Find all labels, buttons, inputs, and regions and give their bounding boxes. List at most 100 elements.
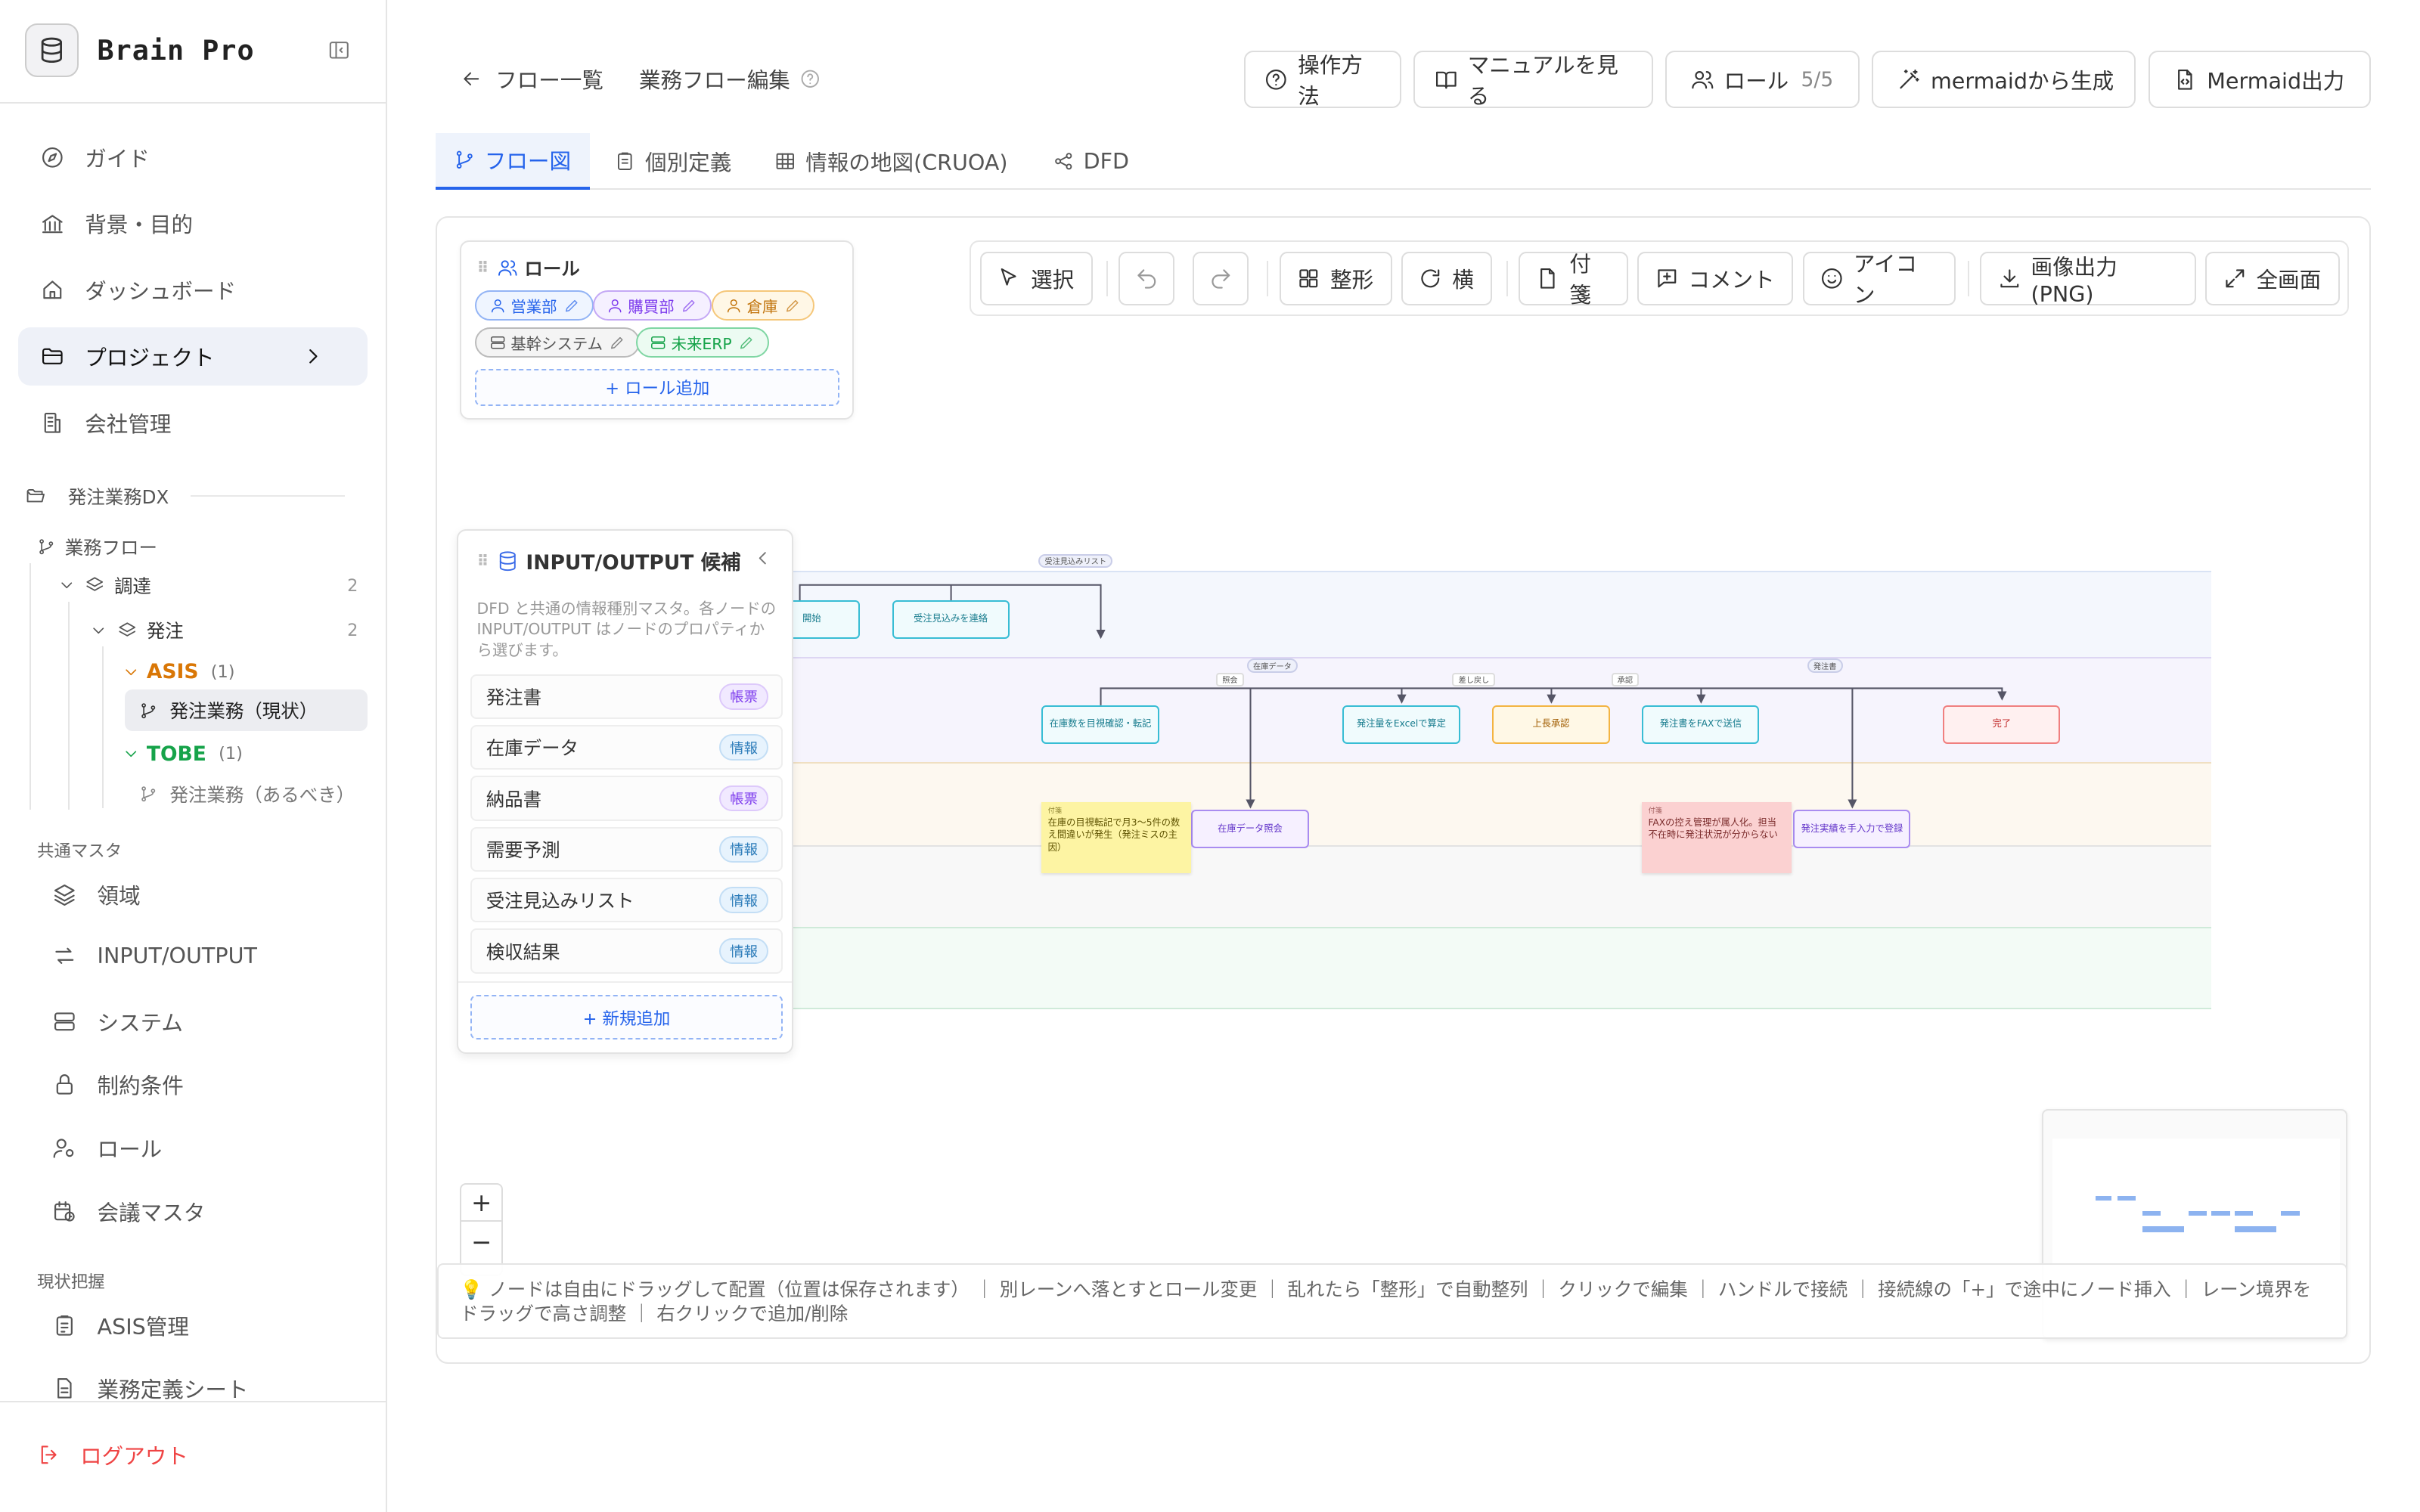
io-item[interactable]: 需要予測 情報 bbox=[470, 826, 783, 872]
flow-canvas[interactable]: 受注見込みリスト 照会 在庫データ 差し戻し 承認 発注書 開始 受注見込みを連… bbox=[435, 215, 2371, 1365]
node-notify[interactable]: 受注見込みを連絡 bbox=[892, 600, 1010, 639]
edge-label-approve[interactable]: 承認 bbox=[1611, 672, 1640, 687]
logout-button[interactable]: ログアウト bbox=[37, 1439, 188, 1470]
branch-icon bbox=[139, 785, 157, 803]
tab-definition[interactable]: 個別定義 bbox=[596, 133, 750, 191]
master-meeting[interactable]: 会議マスタ bbox=[49, 1196, 205, 1227]
sticky-note[interactable]: 付箋 FAXの控え管理が属人化。担当不在時に発注状況が分からない bbox=[1642, 802, 1792, 874]
node-calc-excel[interactable]: 発注量をExcelで算定 bbox=[1342, 705, 1460, 744]
icon-button[interactable]: アイコン bbox=[1802, 251, 1956, 308]
nav-project[interactable]: プロジェクト bbox=[18, 327, 368, 386]
manual-button[interactable]: マニュアルを見る bbox=[1413, 51, 1653, 109]
tree-item-tobe-flow[interactable]: 発注業務（あるべき） bbox=[139, 781, 355, 807]
drag-handle-icon[interactable]: ⠿ bbox=[476, 551, 489, 570]
sticky-text: FAXの控え管理が属人化。担当不在時に発注状況が分からない bbox=[1648, 816, 1778, 841]
brand[interactable]: Brain Pro bbox=[24, 23, 255, 78]
minimap-node bbox=[2234, 1210, 2254, 1216]
node-check-stock[interactable]: 在庫数を目視確認・転記 bbox=[1041, 705, 1159, 744]
zoom-in-button[interactable]: + bbox=[461, 1185, 502, 1222]
role-chip-purchasing[interactable]: 購買部 bbox=[592, 290, 712, 321]
edge-label-list[interactable]: 受注見込みリスト bbox=[1038, 553, 1113, 568]
comment-button[interactable]: コメント bbox=[1637, 251, 1794, 305]
tree-item-asis-flow[interactable]: 発注業務（現状） bbox=[125, 689, 368, 732]
select-tool-button[interactable]: 選択 bbox=[979, 251, 1093, 305]
tree-group-procurement[interactable]: 調達 2 bbox=[57, 572, 358, 599]
mermaid-generate-button[interactable]: mermaidから生成 bbox=[1872, 51, 2136, 108]
tab-flow[interactable]: フロー図 bbox=[435, 132, 590, 190]
master-constraint[interactable]: 制約条件 bbox=[49, 1069, 184, 1100]
horizontal-layout-button[interactable]: 横 bbox=[1401, 251, 1493, 305]
chevron-left-icon[interactable] bbox=[752, 547, 774, 569]
add-io-button[interactable]: + 新規追加 bbox=[470, 995, 783, 1040]
tree-label: 発注業務（現状） bbox=[169, 700, 318, 723]
project-header[interactable]: 発注業務DX bbox=[25, 483, 345, 510]
help-circle-icon[interactable] bbox=[799, 68, 821, 90]
node-fax[interactable]: 発注書をFAXで送信 bbox=[1642, 705, 1760, 744]
bank-icon bbox=[37, 212, 68, 237]
io-item[interactable]: 在庫データ 情報 bbox=[470, 725, 783, 770]
lane-future-erp[interactable] bbox=[745, 927, 2212, 1009]
io-item[interactable]: 検収結果 情報 bbox=[470, 928, 783, 974]
mermaid-export-button[interactable]: Mermaid出力 bbox=[2148, 51, 2371, 108]
node-manual-entry[interactable]: 発注実績を手入力で登録 bbox=[1793, 810, 1911, 849]
edge-label-order-form[interactable]: 発注書 bbox=[1807, 658, 1843, 673]
export-png-button[interactable]: 画像出力(PNG) bbox=[1980, 251, 2196, 307]
sticky-note[interactable]: 付箋 在庫の目視転記で月3〜5件の数え間違いが発生（発注ミスの主因） bbox=[1041, 802, 1192, 874]
role-button[interactable]: ロール 5/5 bbox=[1665, 51, 1860, 108]
nav-background[interactable]: 背景・目的 bbox=[18, 194, 367, 253]
lane-warehouse[interactable] bbox=[745, 762, 2212, 846]
tree-asis[interactable]: ASIS (1) bbox=[122, 660, 235, 683]
io-item[interactable]: 納品書 帳票 bbox=[470, 776, 783, 821]
undo-button[interactable] bbox=[1118, 251, 1174, 305]
nav-dashboard[interactable]: ダッシュボード bbox=[18, 261, 367, 320]
role-chip-warehouse[interactable]: 倉庫 bbox=[711, 290, 815, 321]
io-item[interactable]: 受注見込みリスト 情報 bbox=[470, 878, 783, 923]
io-panel-header[interactable]: ⠿ INPUT/OUTPUT 候補 bbox=[477, 546, 741, 575]
pencil-icon[interactable] bbox=[738, 334, 755, 351]
howto-button[interactable]: 操作方法 bbox=[1243, 51, 1402, 110]
pencil-icon[interactable] bbox=[784, 297, 801, 314]
role-panel-header[interactable]: ⠿ ロール bbox=[477, 255, 580, 281]
tree-sub-order[interactable]: 発注 2 bbox=[89, 617, 358, 643]
button-label: 選択 bbox=[1031, 266, 1075, 293]
role-chip-future-erp[interactable]: 未来ERP bbox=[635, 327, 769, 358]
master-domain[interactable]: 領域 bbox=[49, 879, 141, 910]
redo-button[interactable] bbox=[1193, 251, 1249, 305]
role-chip-sales[interactable]: 営業部 bbox=[475, 290, 594, 321]
arrange-button[interactable]: 整形 bbox=[1279, 251, 1392, 305]
sticky-button[interactable]: 付箋 bbox=[1519, 251, 1628, 308]
pencil-icon[interactable] bbox=[609, 334, 625, 351]
share-nodes-icon bbox=[1053, 150, 1075, 172]
minimap-node bbox=[2142, 1210, 2161, 1216]
nav-guide[interactable]: ガイド bbox=[18, 128, 367, 187]
master-system[interactable]: システム bbox=[49, 1006, 183, 1037]
io-item[interactable]: 発注書 帳票 bbox=[470, 674, 783, 719]
edge-label-stock-data[interactable]: 在庫データ bbox=[1246, 658, 1298, 673]
back-to-flow-list[interactable]: フロー一覧 bbox=[460, 64, 603, 94]
node-stock-query[interactable]: 在庫データ照会 bbox=[1191, 810, 1309, 849]
zoom-out-button[interactable]: − bbox=[470, 1227, 492, 1256]
add-role-button[interactable]: + ロール追加 bbox=[475, 368, 840, 406]
master-role[interactable]: ロール bbox=[49, 1132, 162, 1163]
button-label: 操作方法 bbox=[1298, 52, 1363, 110]
node-done[interactable]: 完了 bbox=[1943, 705, 2061, 744]
edge-label-ref[interactable]: 照会 bbox=[1216, 672, 1244, 687]
tab-dfd[interactable]: DFD bbox=[1034, 133, 1147, 191]
drag-handle-icon[interactable]: ⠿ bbox=[476, 259, 489, 277]
tree-count: 2 bbox=[347, 575, 358, 596]
edge-label-reject[interactable]: 差し戻し bbox=[1452, 672, 1496, 687]
master-io[interactable]: INPUT/OUTPUT bbox=[49, 943, 257, 968]
lane-core-system[interactable] bbox=[745, 845, 2212, 928]
nav-company[interactable]: 会社管理 bbox=[18, 393, 367, 452]
sidebar-collapse-icon[interactable] bbox=[327, 39, 351, 62]
current-asis-mgmt[interactable]: ASIS管理 bbox=[49, 1310, 189, 1341]
tab-info-map[interactable]: 情報の地図(CRUOA) bbox=[756, 133, 1026, 191]
node-approve[interactable]: 上長承認 bbox=[1492, 705, 1610, 744]
role-chip-core-system[interactable]: 基幹システム bbox=[475, 327, 640, 358]
tree-flow-label[interactable]: 業務フロー bbox=[37, 534, 157, 560]
pencil-icon[interactable] bbox=[563, 297, 580, 314]
fullscreen-button[interactable]: 全画面 bbox=[2205, 251, 2340, 305]
tree-tobe[interactable]: TOBE (1) bbox=[122, 742, 243, 766]
pencil-icon[interactable] bbox=[681, 297, 697, 314]
current-definition-sheet[interactable]: 業務定義シート bbox=[49, 1373, 249, 1404]
